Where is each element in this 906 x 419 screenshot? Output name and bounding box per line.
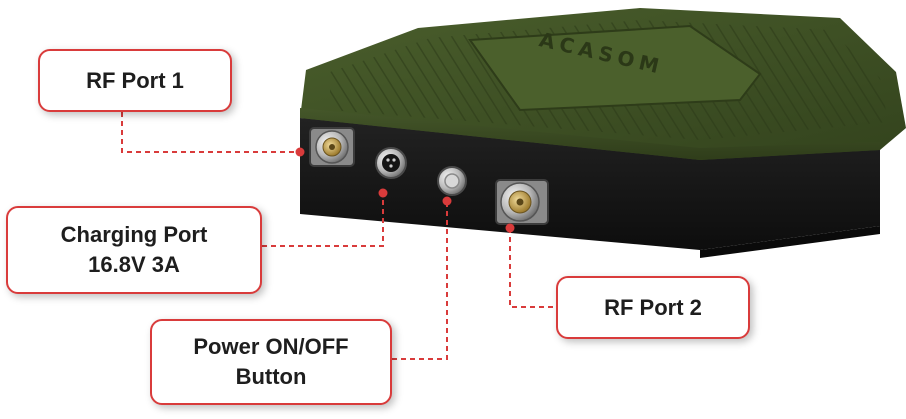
power-button-subtitle: Button bbox=[235, 364, 307, 389]
rf-port-1-label: RF Port 1 bbox=[86, 67, 184, 93]
callout-power-button: Power ON/OFF Button bbox=[150, 319, 392, 405]
leader-rf-port-1 bbox=[121, 112, 300, 153]
device-base-bottom-edge bbox=[700, 226, 880, 258]
power-button-control bbox=[437, 166, 467, 196]
rf-port-2-label: RF Port 2 bbox=[604, 294, 702, 320]
charging-port-spec: 16.8V 3A bbox=[88, 252, 180, 277]
callout-leader-lines bbox=[121, 112, 556, 360]
leader-dots bbox=[295, 147, 515, 233]
lid-front-lip bbox=[300, 108, 880, 160]
leader-charging-port bbox=[262, 193, 384, 247]
callout-rf-port-1: RF Port 1 bbox=[38, 49, 232, 112]
rf-port-1-connector bbox=[309, 127, 355, 167]
charging-port-title: Charging Port bbox=[60, 222, 208, 248]
lid-logo-panel bbox=[468, 24, 762, 112]
callout-rf-port-2: RF Port 2 bbox=[556, 276, 750, 339]
charging-port-connector bbox=[375, 147, 407, 179]
callout-charging-port: Charging Port 16.8V 3A bbox=[6, 206, 262, 294]
leader-rf-port-2 bbox=[509, 228, 556, 308]
power-button-title: Power ON/OFF bbox=[193, 334, 349, 360]
rf-port-2-connector bbox=[495, 179, 549, 225]
leader-power-button bbox=[392, 201, 448, 360]
